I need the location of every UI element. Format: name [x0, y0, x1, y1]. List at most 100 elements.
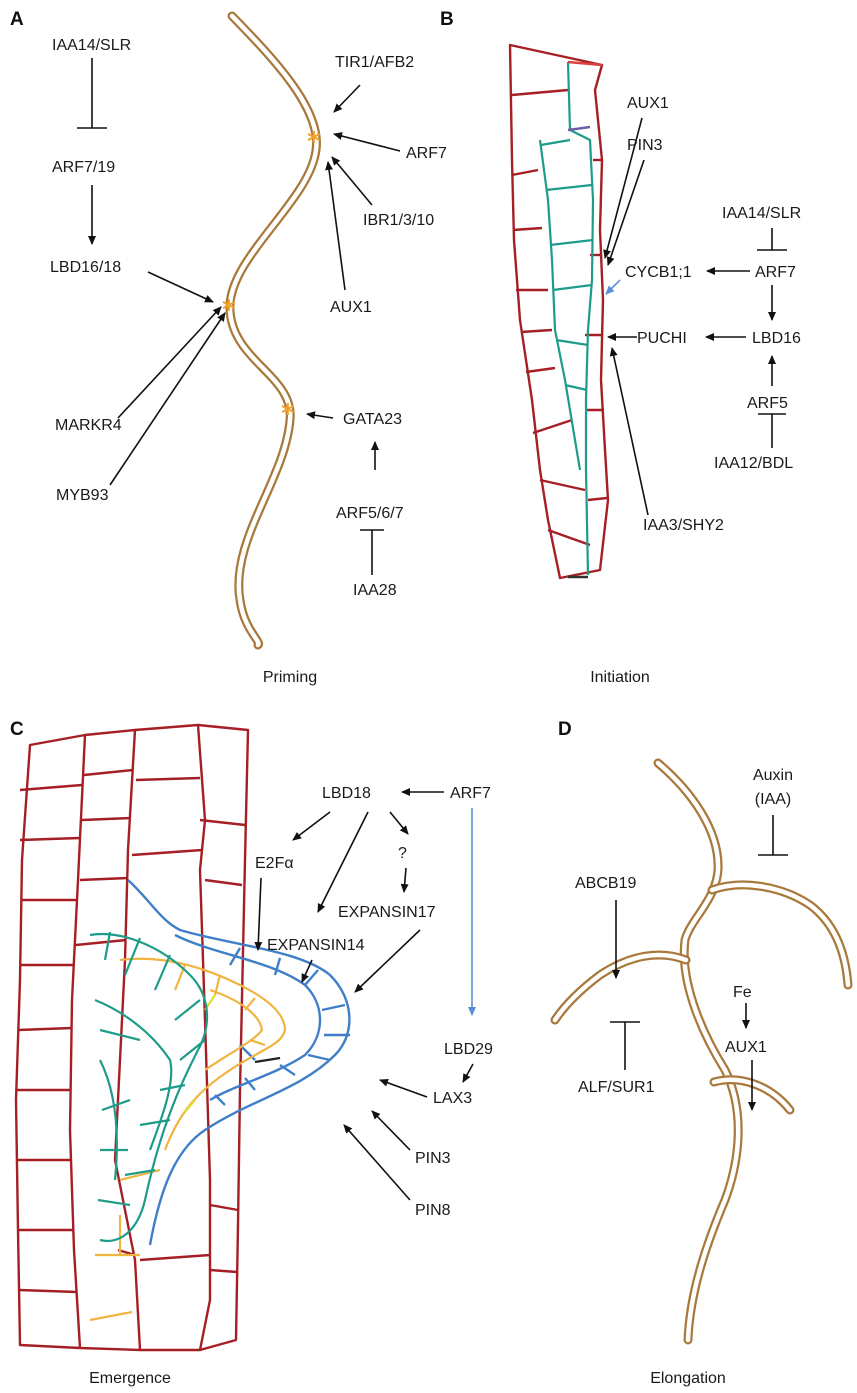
- cell-wall: [280, 1065, 295, 1075]
- cell-wall: [140, 1255, 210, 1260]
- panel-c-tissue: [16, 725, 350, 1350]
- arrow: [404, 868, 406, 892]
- cell-wall: [84, 770, 133, 775]
- label-expansin17: EXPANSIN17: [338, 904, 436, 921]
- panel-d-root: [555, 763, 848, 1340]
- cell-wall: [20, 785, 82, 790]
- arrow: [612, 348, 648, 515]
- label-expansin14: EXPANSIN14: [267, 937, 365, 954]
- cell-wall: [568, 62, 602, 65]
- label-abcb19: ABCB19: [575, 875, 636, 892]
- cell-wall: [205, 880, 242, 885]
- panel-d: D Auxin (IAA) ABCB19 Fe AUX1 ALF/SUR1 El…: [555, 719, 848, 1387]
- priming-site-star: *: [281, 399, 295, 429]
- cell-wall: [308, 1055, 330, 1060]
- label-aux1: AUX1: [725, 1039, 767, 1056]
- label-lbd16: LBD16: [752, 330, 801, 347]
- cell-wall: [98, 1200, 130, 1205]
- cell-wall: [102, 1100, 130, 1110]
- cell-wall: [588, 498, 607, 500]
- panel-d-letter: D: [558, 719, 572, 740]
- primordium-inner: [90, 934, 207, 1241]
- cell-wall: [136, 778, 200, 780]
- arrow: [344, 1125, 410, 1200]
- cell-wall: [125, 938, 140, 975]
- label-iaa14-slr: IAA14/SLR: [722, 205, 801, 222]
- panel-b-letter: B: [440, 9, 454, 30]
- arrow: [463, 1064, 473, 1082]
- panel-c-letter: C: [10, 719, 24, 740]
- cell-wall: [526, 368, 555, 372]
- arrow-blue: [606, 280, 620, 294]
- caption-emergence: Emergence: [89, 1370, 171, 1387]
- label-iaa: (IAA): [755, 791, 791, 808]
- label-pin8: PIN8: [415, 1202, 451, 1219]
- label-iaa14-slr: IAA14/SLR: [52, 37, 131, 54]
- cell-wall: [550, 240, 593, 245]
- arrow: [293, 812, 330, 840]
- arrow: [118, 307, 221, 418]
- cell-wall: [565, 385, 587, 390]
- label-pin3: PIN3: [415, 1150, 451, 1167]
- arrow: [372, 1111, 410, 1150]
- caption-initiation: Initiation: [590, 669, 650, 686]
- label-arf7-19: ARF7/19: [52, 159, 115, 176]
- cell-wall: [548, 530, 590, 545]
- panel-b: B: [440, 9, 801, 686]
- label-cycb1-1: CYCB1;1: [625, 264, 692, 281]
- cell-wall: [546, 185, 592, 190]
- cell-wall: [180, 1040, 205, 1060]
- label-arf5: ARF5: [747, 395, 788, 412]
- arrow: [110, 313, 225, 485]
- cell-wall: [210, 1270, 237, 1272]
- label-aux1: AUX1: [627, 95, 669, 112]
- cell-wall: [553, 285, 592, 290]
- cell-wall: [540, 480, 585, 490]
- cell-wall: [250, 1040, 265, 1045]
- arrow: [148, 272, 213, 302]
- arrow: [334, 85, 360, 112]
- cell-wall: [521, 330, 552, 332]
- label-iaa12-bdl: IAA12/BDL: [714, 455, 793, 472]
- label-arf5-6-7: ARF5/6/7: [336, 505, 404, 522]
- caption-elongation: Elongation: [650, 1370, 726, 1387]
- cell-wall: [19, 1290, 77, 1292]
- cell-wall: [185, 1100, 195, 1112]
- label-tir1-afb2: TIR1/AFB2: [335, 54, 414, 71]
- cell-wall: [275, 958, 280, 975]
- label-myb93: MYB93: [56, 487, 109, 504]
- cell-wall: [512, 90, 568, 95]
- cell-wall: [20, 838, 80, 840]
- label-lbd16-18: LBD16/18: [50, 259, 121, 276]
- cell-wall: [200, 820, 245, 825]
- label-iaa3-shy2: IAA3/SHY2: [643, 517, 724, 534]
- panel-a-root: * * *: [222, 16, 321, 645]
- label-lax3: LAX3: [433, 1090, 472, 1107]
- label-markr4: MARKR4: [55, 417, 122, 434]
- label-alf-sur1: ALF/SUR1: [578, 1079, 655, 1096]
- arrow: [334, 134, 400, 151]
- label-auxin: Auxin: [753, 767, 793, 784]
- cell-wall: [568, 127, 590, 130]
- primordium-layer-orange: [120, 959, 285, 1150]
- priming-site-star: *: [307, 127, 321, 157]
- arrow: [318, 812, 368, 912]
- cell-wall: [541, 140, 570, 145]
- cell-wall: [18, 1028, 72, 1030]
- arrow: [328, 162, 345, 290]
- label-fe: Fe: [733, 984, 752, 1001]
- cell-wall: [82, 818, 131, 820]
- arrow: [390, 812, 408, 834]
- cell-wall: [76, 940, 126, 945]
- cell-wall: [90, 1312, 132, 1320]
- arrow: [307, 414, 333, 418]
- label-arf7: ARF7: [406, 145, 447, 162]
- label-e2fa: E2Fα: [255, 855, 294, 872]
- label-question: ?: [398, 845, 407, 862]
- arrow: [380, 1080, 427, 1097]
- arrow: [258, 878, 261, 950]
- cell-wall: [512, 170, 538, 175]
- cell-wall: [556, 340, 588, 345]
- cell-wall: [245, 998, 255, 1010]
